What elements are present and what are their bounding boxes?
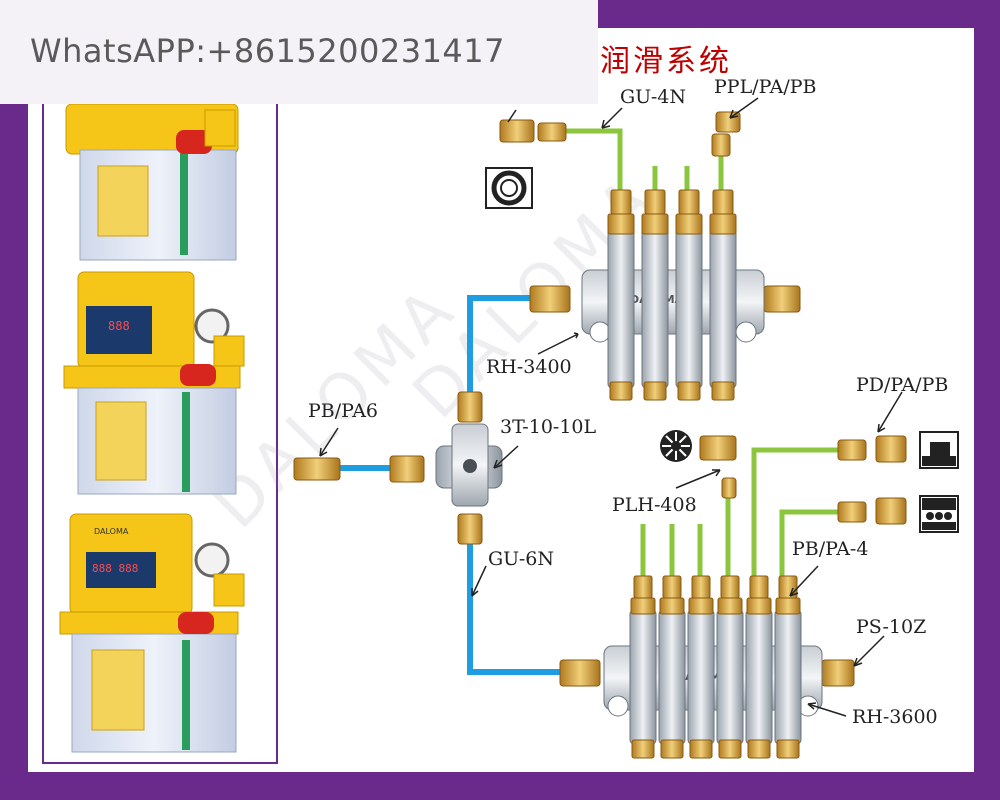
label-rh-3600: RH-3600 <box>852 706 938 728</box>
label-gu-4n: GU-4N <box>620 86 686 108</box>
manifold-rh-3600: DALOMA <box>603 575 823 759</box>
label-pb-pa6: PB/PA6 <box>308 400 378 422</box>
pump-unit-3: DALOMA 888 888 <box>59 513 245 753</box>
whatsapp-contact: WhatsAPP:+8615200231417 <box>30 32 505 70</box>
label-pd-pa-pb: PD/PA/PB <box>856 374 949 396</box>
main-supply-tube <box>339 295 563 675</box>
tee-connector <box>435 423 503 507</box>
contact-banner: WhatsAPP:+8615200231417 <box>0 0 598 104</box>
pump-display: 888 <box>108 319 130 333</box>
brass-fittings <box>293 111 907 687</box>
label-ps-10z: PS-10Z <box>856 616 927 638</box>
label-3t-10-10l: 3T-10-10L <box>500 416 597 438</box>
pump-brand: DALOMA <box>94 527 129 536</box>
label-plh-408: PLH-408 <box>612 494 697 516</box>
pressure-gauge-icon <box>194 542 230 578</box>
pump-unit-1 <box>65 103 239 261</box>
label-ppl-pa-pb: PPL/PA/PB <box>714 76 817 98</box>
label-rh-3400: RH-3400 <box>486 356 572 378</box>
label-gu-6n: GU-6N <box>488 548 554 570</box>
bearing-symbol-icon <box>485 167 533 209</box>
callout-arrows <box>319 97 903 717</box>
branch-tube <box>566 128 838 576</box>
manifold-rh-3400: DALOMA <box>581 189 765 401</box>
pressure-gauge-icon <box>194 308 230 344</box>
fan-nozzle-icon <box>660 430 692 462</box>
roller-guide-symbol-icon <box>919 495 959 533</box>
slideway-symbol-icon <box>919 431 959 469</box>
label-pb-pa-4: PB/PA-4 <box>792 538 869 560</box>
pump-unit-2: 888 <box>63 271 245 495</box>
page-title: 润滑系统 <box>600 44 732 79</box>
pump-display: 888 888 <box>92 562 138 575</box>
